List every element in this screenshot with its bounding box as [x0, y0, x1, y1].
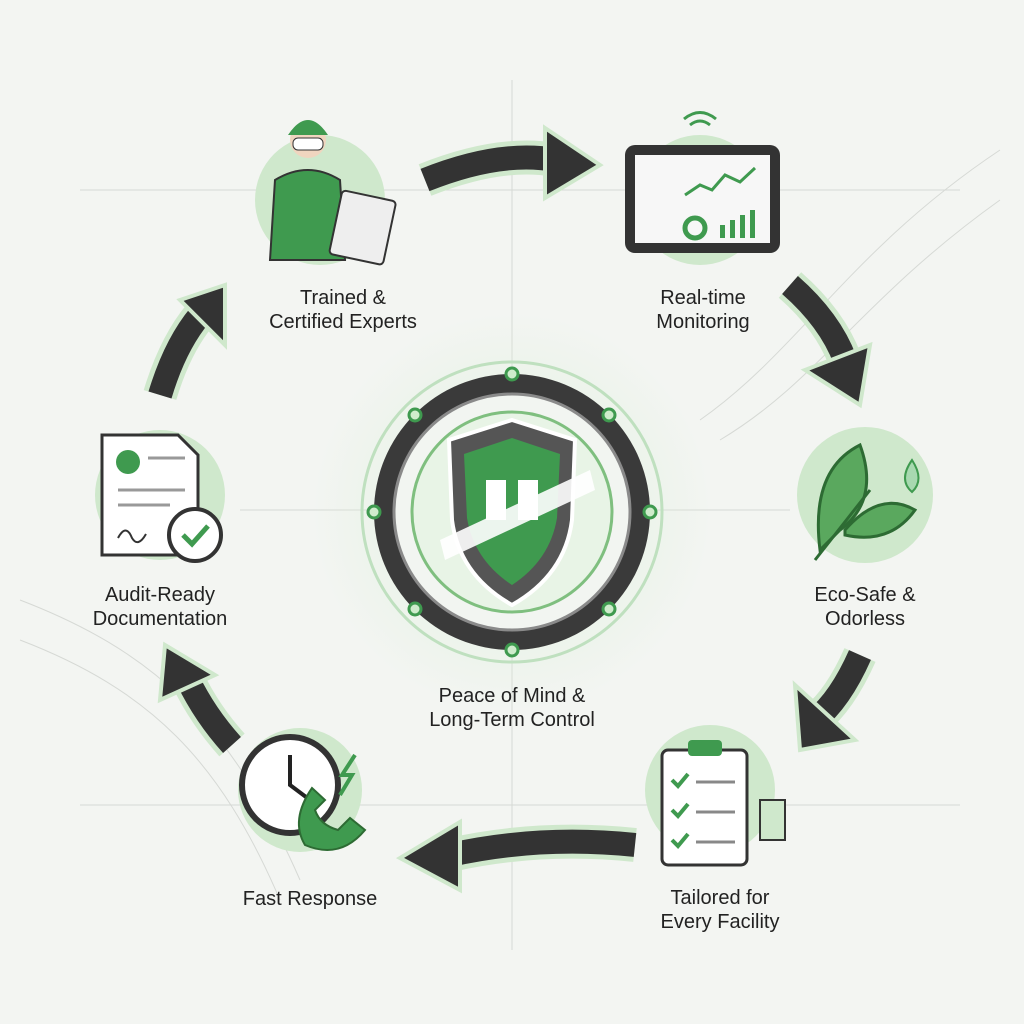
- center-label-line: Long-Term Control: [429, 709, 595, 731]
- step-label-line: Odorless: [824, 608, 906, 630]
- center-shield-emblem: [312, 312, 712, 712]
- cycle-arrows: [143, 124, 876, 894]
- step-label-line: Monitoring: [656, 311, 750, 333]
- icon-technician: [255, 120, 397, 266]
- arrow-monitoring-to-eco: [778, 272, 873, 409]
- step-label-line: Certified Experts: [269, 311, 417, 333]
- icon-certificate: [95, 430, 225, 563]
- icon-tablet-dashboard: [625, 111, 780, 265]
- step-label-eco-safe: Eco-Safe & Odorless: [814, 583, 915, 631]
- step-label-trained-experts: Trained & Certified Experts: [269, 286, 417, 334]
- step-label-line: Real-time: [660, 287, 746, 309]
- step-label-line: Eco-Safe &: [814, 584, 916, 606]
- icon-clock-phone: [238, 728, 367, 852]
- icon-clipboard-checklist: [645, 725, 786, 867]
- arrow-audit-to-experts: [143, 282, 227, 401]
- step-label-fast-response: Fast Response: [243, 887, 378, 911]
- arrow-facility-to-response: [395, 818, 637, 894]
- center-label-line: Peace of Mind &: [438, 685, 586, 707]
- arrow-response-to-audit: [157, 641, 245, 757]
- arrow-experts-to-monitoring: [418, 124, 604, 202]
- icon-leaf: [797, 427, 933, 563]
- step-label-line: Trained &: [300, 287, 386, 309]
- arrow-eco-to-facility: [792, 647, 876, 753]
- step-label-line: Every Facility: [660, 911, 780, 933]
- step-label-audit-ready: Audit-Ready Documentation: [93, 583, 228, 631]
- center-label: Peace of Mind & Long-Term Control: [429, 684, 595, 732]
- step-label-line: Audit-Ready: [104, 584, 216, 606]
- step-label-line: Documentation: [92, 608, 228, 630]
- step-label-line: Tailored for: [670, 887, 770, 909]
- step-label-real-time-monitoring: Real-time Monitoring: [656, 286, 749, 334]
- step-label-tailored: Tailored for Every Facility: [661, 886, 780, 934]
- step-label-line: Fast Response: [242, 888, 378, 910]
